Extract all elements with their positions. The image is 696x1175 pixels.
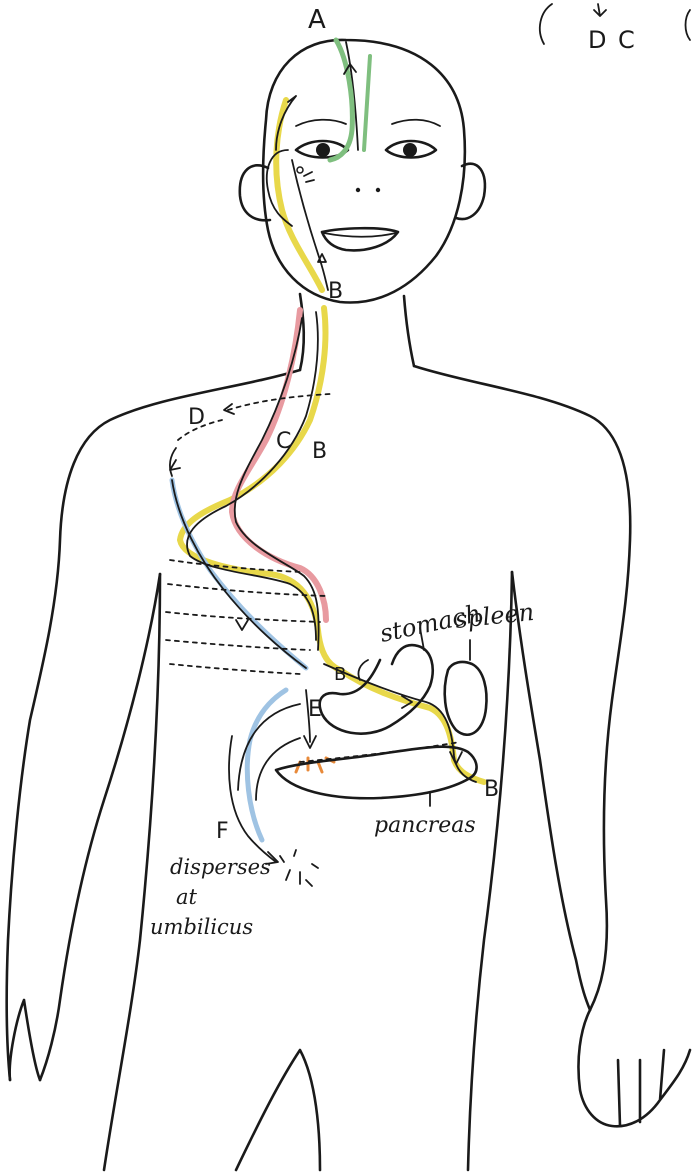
label-b-end: B xyxy=(484,777,499,802)
right-eyebrow xyxy=(392,120,440,126)
right-hand xyxy=(578,1010,690,1126)
left-eyebrow xyxy=(296,120,346,126)
channel-ink-paths xyxy=(166,64,486,886)
label-d: D xyxy=(188,405,205,430)
corner-note: D C xyxy=(540,4,690,54)
head-outline xyxy=(263,40,465,303)
neck-right xyxy=(404,296,414,366)
left-hand xyxy=(10,1000,40,1080)
note-at: at xyxy=(176,885,198,909)
label-b-face: B xyxy=(328,279,343,304)
corner-label-c: C xyxy=(618,26,635,54)
torso-left xyxy=(104,574,160,1170)
neck-left xyxy=(300,294,304,370)
label-pancreas: pancreas xyxy=(374,813,476,838)
pancreas-outline xyxy=(276,747,477,799)
channel-d-line xyxy=(172,480,306,668)
note-disperses: disperses xyxy=(170,855,271,879)
body-outline xyxy=(7,40,690,1170)
spleen-outline xyxy=(445,662,487,735)
meridian-channels xyxy=(172,40,484,840)
note-umbilicus: umbilicus xyxy=(150,915,253,939)
right-inner-arm xyxy=(512,572,590,1010)
label-b-chest: B xyxy=(312,439,327,464)
mouth xyxy=(322,228,398,250)
label-e: E xyxy=(308,697,322,722)
channel-b-line xyxy=(180,100,484,782)
inner-leg xyxy=(236,1050,320,1170)
label-c: C xyxy=(276,429,291,454)
torso-right xyxy=(468,572,512,1170)
label-a: A xyxy=(308,5,326,35)
right-shoulder-arm xyxy=(414,366,630,1010)
left-inner-arm xyxy=(40,574,160,1080)
label-b-stomach: B xyxy=(334,664,346,685)
label-f: F xyxy=(216,819,229,844)
corner-label-d: D xyxy=(588,26,606,54)
